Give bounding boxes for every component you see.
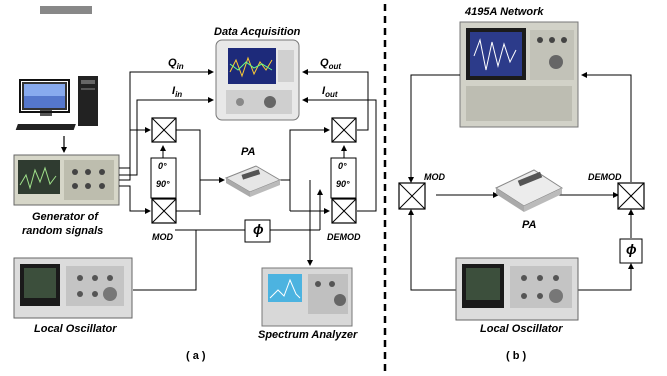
i-out-label: Iout	[322, 86, 338, 99]
q-out-main: Q	[320, 57, 329, 69]
pa-chip-b	[494, 169, 564, 212]
mod-label-a: MOD	[152, 232, 173, 242]
generator-label-line2: random signals	[22, 225, 104, 237]
zero-deg-left: 0°	[158, 161, 167, 171]
ninety-deg-left: 90°	[156, 179, 170, 189]
mixer-mod-b	[398, 182, 426, 210]
q-out-sub: out	[328, 62, 341, 72]
i-in-sub: in	[175, 90, 183, 100]
pa-label-a: PA	[241, 146, 256, 158]
mixer-demod-upper	[331, 117, 357, 143]
signal-lines-a	[119, 69, 377, 291]
i-in-main: I	[172, 85, 176, 97]
generator-label-line1: Generator of	[32, 211, 99, 223]
spectrum-analyzer-label: Spectrum Analyzer	[258, 329, 358, 341]
caption-b: ( b )	[506, 350, 527, 362]
local-oscillator-a-icon	[13, 257, 133, 319]
caption-a: ( a )	[186, 350, 206, 362]
mod-label-b: MOD	[424, 172, 445, 182]
q-in-sub: in	[176, 62, 184, 72]
data-acquisition-icon	[215, 39, 300, 121]
mixer-mod-lower	[151, 198, 177, 224]
q-in-label: Qin	[168, 58, 184, 71]
mixer-mod-upper	[151, 117, 177, 143]
q-in-main: Q	[168, 57, 177, 69]
signal-generator-icon	[13, 154, 120, 206]
network-analyzer-title: 4195A Network	[465, 6, 544, 18]
mixer-demod-lower	[331, 198, 357, 224]
ninety-deg-right: 90°	[336, 179, 350, 189]
i-in-label: Iin	[172, 86, 182, 99]
phi-symbol-a: ϕ	[253, 221, 264, 237]
phi-box-b	[619, 238, 643, 264]
phase-shifter-demod-box	[330, 157, 357, 199]
pa-label-b: PA	[522, 219, 537, 231]
i-out-main: I	[322, 85, 326, 97]
i-out-sub: out	[325, 90, 338, 100]
demod-label-a: DEMOD	[327, 232, 361, 242]
phi-box-a	[244, 219, 271, 243]
demod-label-b: DEMOD	[588, 172, 622, 182]
zero-deg-right: 0°	[338, 161, 347, 171]
signal-lines-b	[408, 72, 634, 291]
computer-icon	[15, 6, 98, 130]
mixer-demod-b	[617, 182, 645, 210]
network-analyzer-icon	[459, 21, 579, 128]
spectrum-analyzer-icon	[261, 267, 353, 327]
daq-title: Data Acquisition	[214, 26, 301, 38]
pa-chip-a	[224, 165, 282, 197]
local-oscillator-b-icon	[455, 257, 579, 321]
local-oscillator-label-b: Local Oscillator	[480, 323, 563, 335]
local-oscillator-label-a: Local Oscillator	[34, 323, 117, 335]
phase-shifter-mod-box	[150, 157, 177, 199]
q-out-label: Qout	[320, 58, 341, 71]
phi-symbol-b: ϕ	[626, 241, 637, 257]
